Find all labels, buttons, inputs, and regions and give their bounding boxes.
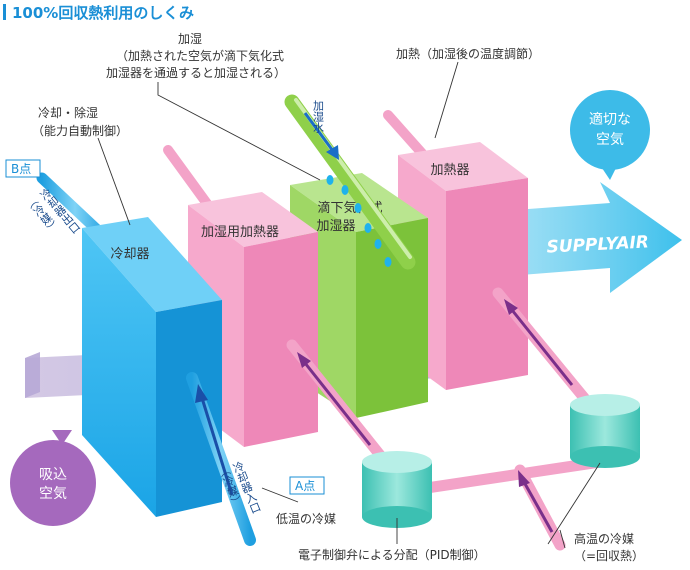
water-pipe xyxy=(284,94,416,270)
leader-humidify xyxy=(157,82,321,181)
valve-right xyxy=(570,394,640,468)
point-b-label: B点 xyxy=(11,162,31,176)
flow-arrow-heater xyxy=(510,309,574,386)
title-bar-marker xyxy=(3,4,6,20)
heater-top xyxy=(398,142,528,191)
refrigerant-pipes xyxy=(286,287,606,551)
proper-bubble xyxy=(570,90,650,170)
humidify-note-2: 加湿器を通過すると加湿される） xyxy=(106,65,286,80)
point-a-box xyxy=(289,476,325,495)
leader-low-temp xyxy=(261,487,299,503)
leader-high-temp xyxy=(559,529,566,549)
humidify-title: 加湿 xyxy=(178,31,202,46)
water-drop xyxy=(341,185,349,195)
water-flow-arrowhead xyxy=(326,145,339,160)
humid-heater-label: 加湿用加熱器 xyxy=(201,225,279,240)
intake-air-band-end xyxy=(25,352,40,398)
humidifier-label-2: 加湿器 xyxy=(316,219,355,234)
point-a-label: A点 xyxy=(295,479,315,493)
leader-valve-2 xyxy=(547,462,601,545)
pipe-top-left xyxy=(163,145,213,210)
valve-note-label: 電子制御弁による分配（PID制御） xyxy=(298,547,486,562)
cooler-front xyxy=(82,228,156,517)
proper-air-label-1: 適切な xyxy=(589,111,631,128)
water-flow-arrow xyxy=(303,112,335,152)
high-temp-label-1: 高温の冷媒 xyxy=(574,531,634,546)
water-drop xyxy=(326,175,334,185)
heater-label: 加熱器 xyxy=(430,163,469,178)
cooler-inlet xyxy=(186,372,256,546)
humid-heater-side xyxy=(244,232,318,447)
flow-arrowhead-high xyxy=(518,470,530,487)
proper-air-bubble: 適切な 空気 xyxy=(570,90,650,180)
leader-heat xyxy=(434,61,459,139)
valve-left xyxy=(362,451,432,528)
water-drop xyxy=(374,239,382,249)
flow-arrow-humid xyxy=(303,362,372,446)
heater-side xyxy=(446,178,528,390)
leader-cool xyxy=(97,137,131,226)
cool-title: 冷却・除湿 xyxy=(38,105,98,120)
proper-air-label-2: 空気 xyxy=(596,132,624,148)
heat-title: 加熱（加湿後の温度調節） xyxy=(396,46,540,61)
intake-bubble xyxy=(10,440,96,526)
cool-note: （能力自動制御） xyxy=(32,123,128,138)
high-temp-label-2: （=回収熱） xyxy=(574,549,644,563)
page-title: 100%回収熱利用のしくみ xyxy=(12,4,194,22)
cooler-box: 冷却器 xyxy=(82,217,222,517)
cooler-label: 冷却器 xyxy=(110,247,149,262)
water-label: 加湿水 xyxy=(312,100,325,133)
flow-arrow-high xyxy=(522,481,554,533)
valve-left-top xyxy=(362,451,432,473)
cooler-inlet-arrowhead xyxy=(195,384,208,403)
intake-bubble-tail xyxy=(52,430,72,445)
intake-air-bubble: 吸込空気 xyxy=(10,430,96,526)
point-b-box xyxy=(5,159,41,178)
flow-arrowhead-humid xyxy=(297,352,311,368)
header: 100%回収熱利用のしくみ xyxy=(3,4,194,22)
humid-heater-top xyxy=(188,192,318,247)
valve-right-bottom xyxy=(570,446,640,468)
low-temp-label: 低温の冷媒 xyxy=(276,512,336,526)
text-labels: 加湿 （加熱された空気が滴下気化式 加湿器を通過すると加湿される） 加熱（加湿後… xyxy=(5,31,644,563)
leader-lines xyxy=(97,61,601,549)
humidify-water: 加湿水 xyxy=(284,94,416,270)
cooler-top xyxy=(82,217,222,312)
valve-right-top xyxy=(570,394,640,416)
cooler-inlet-flow-arrow xyxy=(200,397,234,496)
valve-left-bottom xyxy=(362,506,432,528)
pipe-horizontal xyxy=(394,456,606,498)
cooler-side xyxy=(156,300,222,517)
flow-arrowhead-heater xyxy=(504,299,518,315)
water-drop xyxy=(354,203,362,213)
intake-air-label: 吸込空気 xyxy=(39,467,67,502)
water-drop xyxy=(384,257,392,267)
humidify-note-1: （加熱された空気が滴下気化式 xyxy=(116,48,284,63)
water-drop xyxy=(364,223,372,233)
